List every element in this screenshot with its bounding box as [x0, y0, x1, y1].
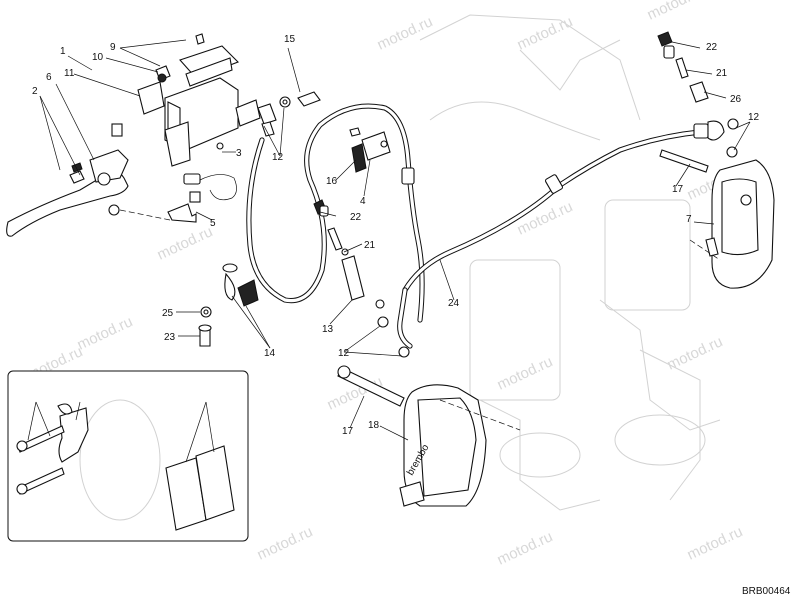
- watermark: motod.ru: [255, 523, 316, 563]
- callout-25: 25: [162, 308, 174, 319]
- brake-lever: [6, 149, 129, 237]
- watermark: motod.ru: [495, 353, 556, 393]
- callout-24: 24: [448, 298, 460, 309]
- callout-2: 2: [32, 86, 38, 97]
- watermark: motod.ru: [75, 313, 136, 353]
- callout-22: 22: [350, 212, 362, 223]
- callout-22-right: 22: [706, 42, 718, 53]
- callout-12-right: 12: [748, 112, 760, 123]
- drawing-code: BRB00464: [742, 586, 791, 597]
- callout-14: 14: [264, 348, 276, 359]
- callout-6: 6: [46, 72, 52, 83]
- callout-21-right: 21: [716, 68, 728, 79]
- inset-box: [7, 370, 249, 542]
- callout-12-lower: 12: [338, 348, 350, 359]
- assembly-lines: [119, 209, 721, 431]
- callout-26: 26: [730, 94, 742, 105]
- watermark: motod.ru: [155, 223, 216, 263]
- callout-9: 9: [110, 42, 116, 53]
- callout-17: 17: [342, 426, 354, 437]
- brake-hose-right: [397, 120, 725, 349]
- callout-1: 1: [60, 46, 66, 57]
- brake-switch: [167, 173, 237, 223]
- left-caliper: brembo: [337, 365, 487, 507]
- callout-16: 16: [326, 176, 338, 187]
- watermark: motod.ru: [495, 528, 556, 568]
- callout-15: 15: [284, 34, 296, 45]
- callout-18: 18: [368, 420, 380, 431]
- brake-hose-upper: [246, 91, 425, 323]
- callout-3: 3: [236, 148, 242, 159]
- watermark: motod.ru: [665, 333, 726, 373]
- callout-23: 23: [164, 332, 176, 343]
- small-hardware: [198, 263, 259, 347]
- callout-12: 12: [272, 152, 284, 163]
- callout-21: 21: [364, 240, 376, 251]
- watermark: motod.ru: [515, 198, 576, 238]
- callout-11: 11: [64, 68, 75, 79]
- background-ghost-parts: [419, 14, 721, 511]
- callout-7: 7: [686, 214, 692, 225]
- callout-13: 13: [322, 324, 334, 335]
- watermark: motod.ru: [375, 13, 436, 53]
- leader-lines: [39, 39, 751, 441]
- callout-4: 4: [360, 196, 366, 207]
- callout-10: 10: [92, 52, 104, 63]
- right-caliper: [659, 149, 775, 289]
- master-cylinder: [111, 33, 261, 167]
- watermark: motod.ru: [645, 0, 706, 24]
- callout-5: 5: [210, 218, 216, 229]
- watermark: motod.ru: [685, 523, 746, 563]
- hose-junction-bracket: [349, 127, 391, 173]
- bleeders: [313, 31, 739, 358]
- callout-17-right: 17: [672, 184, 684, 195]
